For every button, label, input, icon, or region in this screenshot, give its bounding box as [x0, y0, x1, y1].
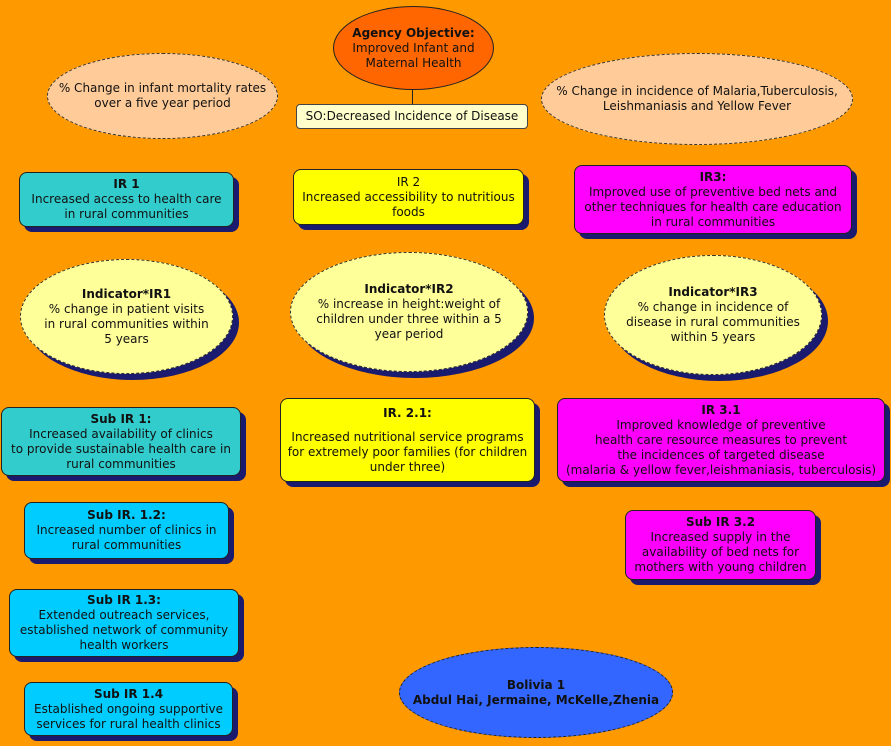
sub-ir32-text: Increased supply in the availability of … — [634, 530, 807, 574]
sub-ir13-box: Sub IR 1.3: Extended outreach services, … — [9, 589, 239, 657]
connector-line — [412, 90, 413, 104]
ir2-text: Increased accessibility to nutritious fo… — [302, 189, 515, 219]
sub-ir1-box: Sub IR 1: Increased availability of clin… — [1, 407, 241, 476]
indicator-ir2: Indicator*IR2 % increase in height:weigh… — [290, 252, 528, 372]
indicator-infant-mortality-text: % Change in infant mortality rates over … — [58, 81, 267, 110]
sub-ir14-title: Sub IR 1.4 — [93, 686, 164, 701]
ir3-text: Improved use of preventive bed nets and … — [584, 184, 842, 229]
ir3-title: IR3: — [699, 169, 727, 184]
strategic-objective-text: SO:Decreased Incidence of Disease — [305, 109, 519, 123]
strategic-objective: SO:Decreased Incidence of Disease — [296, 104, 528, 129]
sub-ir1-title: Sub IR 1: — [90, 411, 152, 426]
ir2-title: IR 2 — [396, 174, 421, 189]
agency-objective-text: Improved Infant and Maternal Health — [352, 40, 475, 70]
sub-ir14-box: Sub IR 1.4 Established ongoing supportiv… — [24, 682, 233, 736]
sub-ir13-title: Sub IR 1.3: — [87, 593, 161, 607]
indicator-infant-mortality: % Change in infant mortality rates over … — [47, 53, 278, 139]
ir31-title: IR 3.1 — [701, 402, 741, 417]
sub-ir12-text: Increased number of clinics in rural com… — [36, 523, 217, 552]
indicator-ir1-text: % change in patient visits in rural comm… — [44, 301, 209, 346]
team-ellipse: Bolivia 1 Abdul Hai, Jermaine, McKelle,Z… — [399, 647, 673, 738]
sub-ir14-text: Established ongoing supportive services … — [33, 701, 224, 731]
sub-ir32-box: Sub IR 3.2 Increased supply in the avail… — [625, 510, 816, 580]
ir31-box: IR 3.1 Improved knowledge of preventive … — [557, 398, 885, 482]
ir31-text: Improved knowledge of preventive health … — [565, 417, 877, 477]
indicator-ir1: Indicator*IR1 % change in patient visits… — [20, 259, 233, 374]
agency-objective-title: Agency Objective: — [352, 25, 475, 40]
indicator-ir1-title: Indicator*IR1 — [81, 286, 172, 301]
ir3-box: IR3: Improved use of preventive bed nets… — [574, 165, 852, 234]
ir21-box: IR. 2.1: Increased nutritional service p… — [280, 398, 535, 482]
indicator-ir2-text: % increase in height:weight of children … — [316, 297, 502, 341]
indicator-ir3-title: Indicator*IR3 — [668, 285, 758, 299]
sub-ir12-title: Sub IR. 1.2: — [87, 508, 166, 522]
sub-ir32-title: Sub IR 3.2 — [685, 515, 756, 529]
team-title: Bolivia 1 — [506, 677, 566, 692]
ir1-box: IR 1 Increased access to health care in … — [19, 172, 234, 227]
ir1-text: Increased access to health care in rural… — [31, 192, 222, 221]
ir2-box: IR 2 Increased accessibility to nutritio… — [293, 169, 524, 225]
indicator-disease-incidence-text: % Change in incidence of Malaria,Tubercu… — [556, 84, 838, 113]
indicator-disease-incidence: % Change in incidence of Malaria,Tubercu… — [541, 53, 853, 145]
agency-objective: Agency Objective: Improved Infant and Ma… — [333, 6, 494, 90]
sub-ir12-box: Sub IR. 1.2: Increased number of clinics… — [24, 502, 229, 559]
ir21-title: IR. 2.1: — [383, 405, 432, 420]
sub-ir1-text: Increased availability of clinics to pro… — [11, 426, 231, 471]
indicator-ir3-text: % change in incidence of disease in rura… — [626, 300, 800, 344]
indicator-ir3: Indicator*IR3 % change in incidence of d… — [604, 255, 822, 375]
team-members: Abdul Hai, Jermaine, McKelle,Zhenia — [412, 692, 660, 707]
ir1-title: IR 1 — [113, 177, 140, 191]
sub-ir13-text: Extended outreach services, established … — [19, 608, 229, 652]
ir21-text: Increased nutritional service programs f… — [287, 429, 528, 474]
indicator-ir2-title: Indicator*IR2 — [364, 282, 454, 296]
